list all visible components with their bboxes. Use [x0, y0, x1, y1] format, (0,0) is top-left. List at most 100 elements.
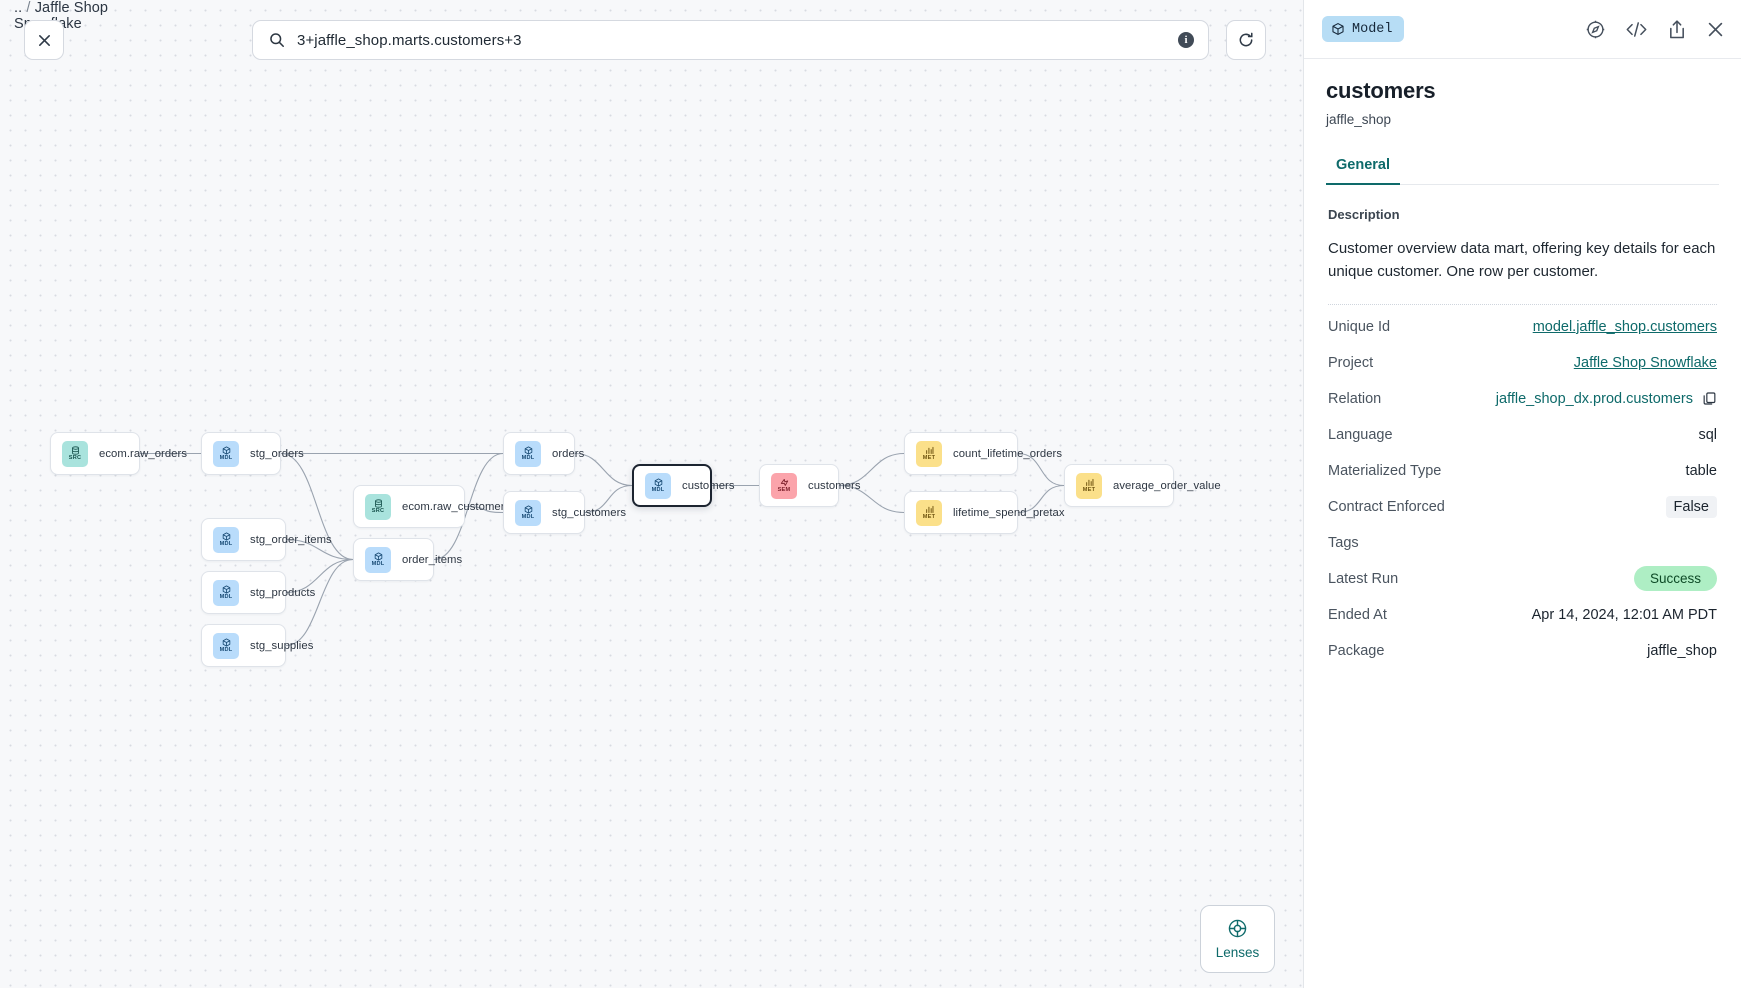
node-label: stg_orders — [250, 447, 304, 460]
close-graph-button[interactable] — [24, 20, 64, 60]
search-input[interactable]: 3+jaffle_shop.marts.customers+3 i — [252, 20, 1209, 60]
refresh-button[interactable] — [1226, 20, 1266, 60]
lineage-canvas[interactable]: .. / Jaffle Shop Snowflake 3+jaffle_shop… — [0, 0, 1303, 988]
node-label: stg_products — [250, 586, 316, 599]
node-type-badge-mdl-icon: MDL — [213, 440, 239, 467]
node-type-badge-mdl-icon: MDL — [645, 472, 671, 499]
node-type-badge-met-icon: MET — [916, 440, 942, 467]
node-label: stg_customers — [552, 506, 627, 519]
canvas-toolbar: .. / Jaffle Shop Snowflake 3+jaffle_shop… — [0, 0, 1303, 62]
breadcrumb-separator: / — [26, 0, 31, 16]
close-icon — [38, 34, 50, 46]
graph-edge — [280, 452, 354, 561]
property-value: jaffle_shop_dx.prod.customers — [1495, 390, 1693, 407]
panel-body: Description Customer overview data mart,… — [1304, 185, 1741, 669]
graph-node-orders[interactable]: MDL orders — [503, 432, 584, 475]
panel-header: customers jaffle_shop — [1304, 59, 1741, 127]
copy-relation-button[interactable] — [1702, 391, 1717, 406]
code-icon[interactable] — [1625, 19, 1648, 40]
cube-icon — [1332, 23, 1344, 35]
property-key: Contract Enforced — [1328, 498, 1445, 515]
node-type-badge-mdl-icon: MDL — [213, 526, 239, 553]
description-text: Customer overview data mart, offering ke… — [1328, 240, 1716, 280]
node-label: count_lifetime_orders — [953, 447, 1063, 460]
graph-edge — [285, 538, 354, 561]
node-label: order_items — [402, 553, 463, 566]
property-value: jaffle_shop — [1647, 642, 1717, 659]
node-label: ecom.raw_customers — [402, 500, 511, 513]
graph-edge — [838, 484, 905, 514]
tab-general[interactable]: General — [1326, 157, 1400, 185]
node-label: orders — [552, 447, 585, 460]
property-value: sql — [1698, 426, 1717, 443]
property-row: Tags — [1328, 525, 1717, 561]
graph-edge — [574, 452, 633, 487]
lenses-button[interactable]: Lenses — [1200, 905, 1275, 973]
page-title: customers — [1326, 78, 1436, 103]
description-label: Description — [1328, 207, 1400, 222]
property-key: Relation — [1328, 390, 1382, 407]
graph-edge — [285, 558, 354, 647]
property-key: Language — [1328, 426, 1393, 443]
refresh-icon — [1239, 32, 1253, 47]
details-panel: Model — [1303, 0, 1741, 988]
page-subtitle: jaffle_shop — [1326, 112, 1392, 127]
share-icon[interactable] — [1667, 19, 1687, 40]
property-chip: False — [1665, 495, 1717, 518]
resource-type-label: Model — [1352, 21, 1393, 37]
node-label: stg_order_items — [250, 533, 332, 546]
graph-node-stg_products[interactable]: MDL stg_products — [201, 571, 315, 614]
node-type-badge-mdl-icon: MDL — [515, 440, 541, 467]
property-link[interactable]: model.jaffle_shop.customers — [1532, 318, 1717, 335]
node-type-badge-sem-icon: SEM — [771, 472, 797, 499]
graph-node-stg_orders[interactable]: MDL stg_orders — [201, 432, 304, 475]
compass-icon[interactable] — [1585, 19, 1606, 40]
node-label: lifetime_spend_pretax — [953, 506, 1065, 519]
search-icon — [270, 33, 284, 47]
graph-edge — [433, 452, 504, 561]
graph-node-ecom_raw_orders[interactable]: SRC ecom.raw_orders — [50, 432, 187, 475]
property-row: Relation jaffle_shop_dx.prod.customers — [1328, 381, 1717, 417]
divider — [1328, 303, 1717, 305]
resource-type-chip: Model — [1322, 16, 1404, 42]
property-row: Package jaffle_shop — [1328, 633, 1717, 669]
node-type-badge-src-icon: SRC — [62, 440, 88, 467]
property-row: Contract Enforced False — [1328, 489, 1717, 525]
graph-node-stg_order_items[interactable]: MDL stg_order_items — [201, 518, 332, 561]
node-type-badge-mdl-icon: MDL — [213, 579, 239, 606]
breadcrumb-prefix: .. — [14, 0, 23, 16]
node-label: stg_supplies — [250, 639, 314, 652]
property-key: Unique Id — [1328, 318, 1391, 335]
node-type-badge-met-icon: MET — [1076, 472, 1102, 499]
copy-icon[interactable] — [1702, 391, 1717, 406]
graph-edge — [464, 505, 504, 514]
property-key: Project — [1328, 354, 1374, 371]
graph-edge — [1017, 452, 1065, 487]
close-panel-icon[interactable] — [1706, 20, 1725, 39]
node-type-badge-met-icon: MET — [916, 499, 942, 526]
property-key: Package — [1328, 642, 1385, 659]
graph-edge — [1017, 484, 1065, 514]
property-link[interactable]: Jaffle Shop Snowflake — [1573, 354, 1717, 371]
graph-node-lifetime_spend_pretax[interactable]: MET lifetime_spend_pretax — [904, 491, 1065, 534]
search-value: 3+jaffle_shop.marts.customers+3 — [297, 31, 522, 49]
node-label: ecom.raw_orders — [99, 447, 188, 460]
property-key: Tags — [1328, 534, 1359, 551]
property-relation: jaffle_shop_dx.prod.customers — [1496, 391, 1717, 407]
graph-node-count_lifetime_orders[interactable]: MET count_lifetime_orders — [904, 432, 1062, 475]
info-icon[interactable]: i — [1178, 32, 1194, 48]
property-key: Materialized Type — [1328, 462, 1442, 479]
property-row: Language sql — [1328, 417, 1717, 453]
info-glyph: i — [1184, 33, 1188, 46]
